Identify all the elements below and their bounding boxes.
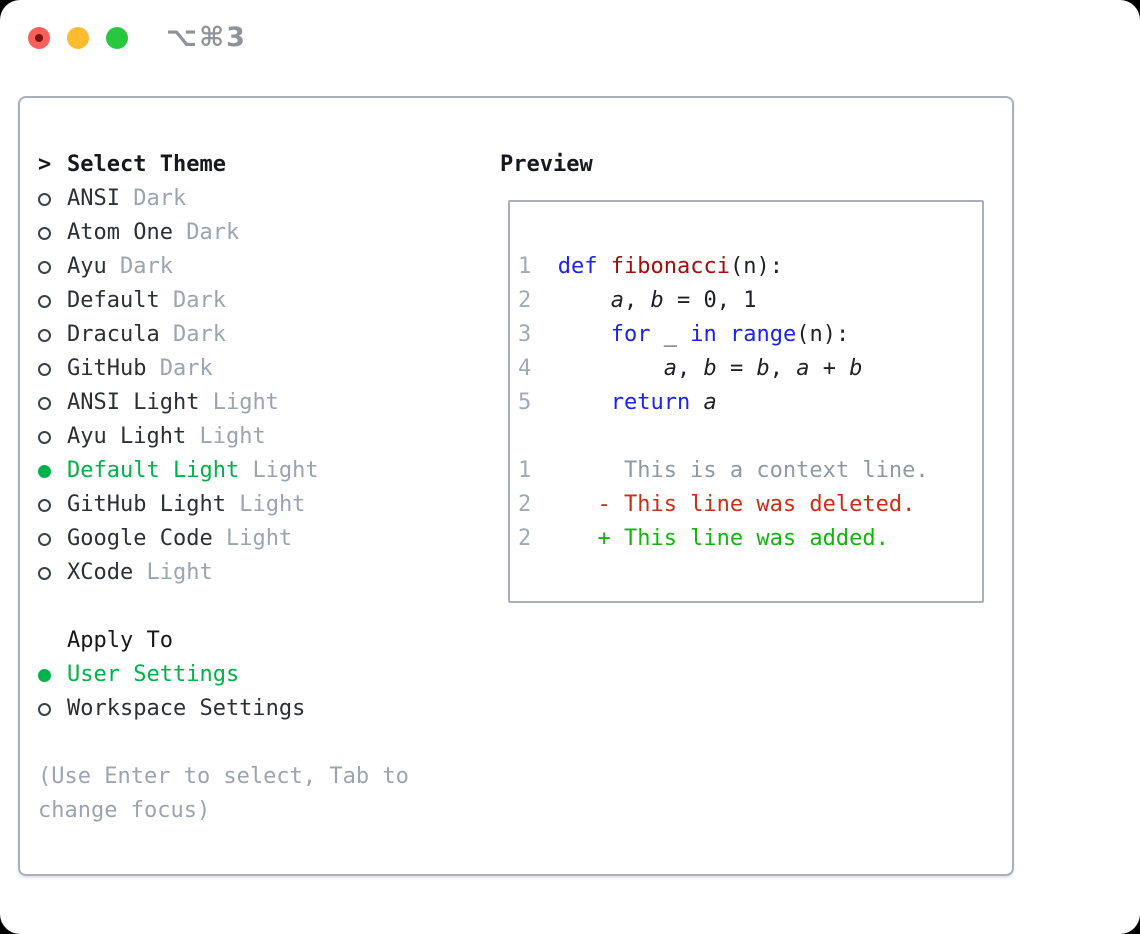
theme-variant: Dark — [172, 288, 226, 313]
radio-icon — [38, 328, 67, 342]
apply-to-title: Apply To — [67, 628, 173, 653]
line-number: 2 — [518, 492, 532, 517]
theme-name: Ayu — [67, 254, 107, 279]
theme-variant: Light — [199, 424, 266, 449]
code-line: 3 for _ in range(n): — [518, 318, 982, 352]
line-number: 2 — [518, 288, 532, 313]
theme-option-ayu-light[interactable]: Ayu Light Light — [38, 420, 478, 454]
radio-selected-icon — [38, 668, 67, 682]
apply-to-header: Apply To — [38, 624, 478, 658]
apply-option-workspace-settings[interactable]: Workspace Settings — [38, 692, 478, 726]
theme-variant: Light — [225, 526, 293, 551]
radio-icon — [38, 498, 67, 512]
theme-name: XCode — [67, 560, 134, 585]
theme-name: GitHub Light — [67, 492, 226, 517]
line-number: 5 — [518, 390, 532, 415]
apply-option-user-settings[interactable]: User Settings — [38, 658, 478, 692]
close-button[interactable] — [28, 27, 50, 49]
radio-icon — [38, 294, 67, 308]
diff-line-add: 2 + This line was added. — [518, 522, 982, 556]
theme-option-github-light[interactable]: GitHub Light Light — [38, 488, 478, 522]
radio-selected-icon — [38, 464, 67, 478]
theme-variant: Dark — [159, 356, 213, 381]
radio-icon — [38, 532, 67, 546]
theme-variant: Light — [212, 390, 279, 415]
theme-variant: Light — [146, 560, 213, 585]
theme-option-ansi-light[interactable]: ANSI Light Light — [38, 386, 478, 420]
theme-option-ansi[interactable]: ANSI Dark — [38, 182, 478, 216]
line-number: 1 — [518, 254, 532, 279]
line-number: 2 — [518, 526, 532, 551]
theme-option-ayu[interactable]: Ayu Dark — [38, 250, 478, 284]
line-number: 4 — [518, 356, 532, 381]
radio-icon — [38, 226, 67, 240]
code-line: 2 a, b = 0, 1 — [518, 284, 982, 318]
line-number: 1 — [518, 458, 532, 483]
theme-name: ANSI — [67, 186, 120, 211]
preview-title: Preview — [500, 152, 593, 177]
apply-option-label: Workspace Settings — [67, 696, 306, 721]
titlebar: ⌥⌘3 — [0, 0, 1140, 76]
theme-list-title: Select Theme — [67, 152, 226, 177]
window-shortcut-label: ⌥⌘3 — [166, 22, 247, 53]
radio-icon — [38, 566, 67, 580]
radio-icon — [38, 260, 67, 274]
line-number: 3 — [518, 322, 532, 347]
radio-icon — [38, 362, 67, 376]
theme-name: Ayu Light — [67, 424, 187, 449]
diff-line-ctx: 1 This is a context line. — [518, 454, 982, 488]
radio-icon — [38, 702, 67, 716]
theme-variant: Light — [252, 458, 319, 483]
theme-option-default[interactable]: Default Dark — [38, 284, 478, 318]
theme-name: Atom One — [67, 220, 173, 245]
cursor-prefix: > — [38, 152, 52, 177]
theme-name: ANSI Light — [67, 390, 200, 415]
theme-variant: Dark — [120, 254, 173, 279]
apply-option-label: User Settings — [67, 662, 240, 687]
minimize-button[interactable] — [67, 27, 89, 49]
diff-line-del: 2 - This line was deleted. — [518, 488, 982, 522]
theme-variant: Dark — [172, 322, 226, 347]
theme-variant: Dark — [186, 220, 240, 245]
theme-list-header: > Select Theme — [38, 148, 478, 182]
theme-option-xcode[interactable]: XCode Light — [38, 556, 478, 590]
theme-variant: Dark — [133, 186, 187, 211]
theme-option-google-code[interactable]: Google Code Light — [38, 522, 478, 556]
code-line: 4 a, b = b, a + b — [518, 352, 982, 386]
radio-icon — [38, 192, 67, 206]
theme-name: Google Code — [67, 526, 213, 551]
spacer — [518, 420, 982, 454]
theme-variant: Light — [239, 492, 306, 517]
theme-option-dracula[interactable]: Dracula Dark — [38, 318, 478, 352]
theme-option-default-light[interactable]: Default Light Light — [38, 454, 478, 488]
theme-name: Default Light — [67, 458, 240, 483]
help-text: (Use Enter to select, Tab to change focu… — [38, 764, 409, 823]
code-line: 5 return a — [518, 386, 982, 420]
theme-name: GitHub — [67, 356, 147, 381]
theme-option-github[interactable]: GitHub Dark — [38, 352, 478, 386]
radio-icon — [38, 430, 67, 444]
zoom-button[interactable] — [106, 27, 128, 49]
theme-name: Dracula — [67, 322, 160, 347]
spacer — [38, 590, 478, 624]
theme-name: Default — [67, 288, 160, 313]
radio-icon — [38, 396, 67, 410]
theme-option-atom-one[interactable]: Atom One Dark — [38, 216, 478, 250]
